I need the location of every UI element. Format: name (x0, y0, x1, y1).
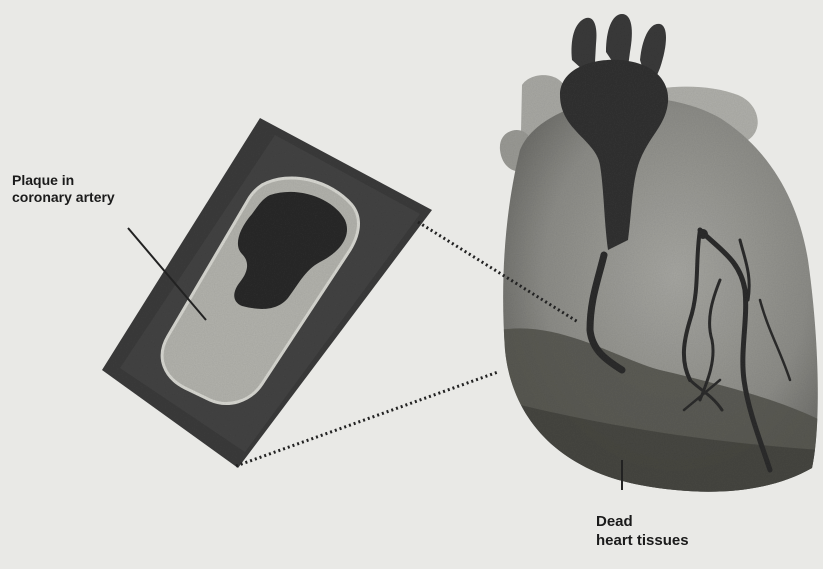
dead-tissue-label-line2: heart tissues (596, 531, 689, 550)
plaque-label: Plaque in coronary artery (12, 172, 115, 206)
heart (500, 14, 820, 520)
dead-tissue-label-line1: Dead (596, 512, 689, 531)
plaque-label-line2: coronary artery (12, 189, 115, 206)
artery-cross-section (102, 118, 432, 468)
vessel-junction (698, 229, 708, 239)
plaque-label-line1: Plaque in (12, 172, 115, 189)
dead-tissue-label: Dead heart tissues (596, 512, 689, 550)
